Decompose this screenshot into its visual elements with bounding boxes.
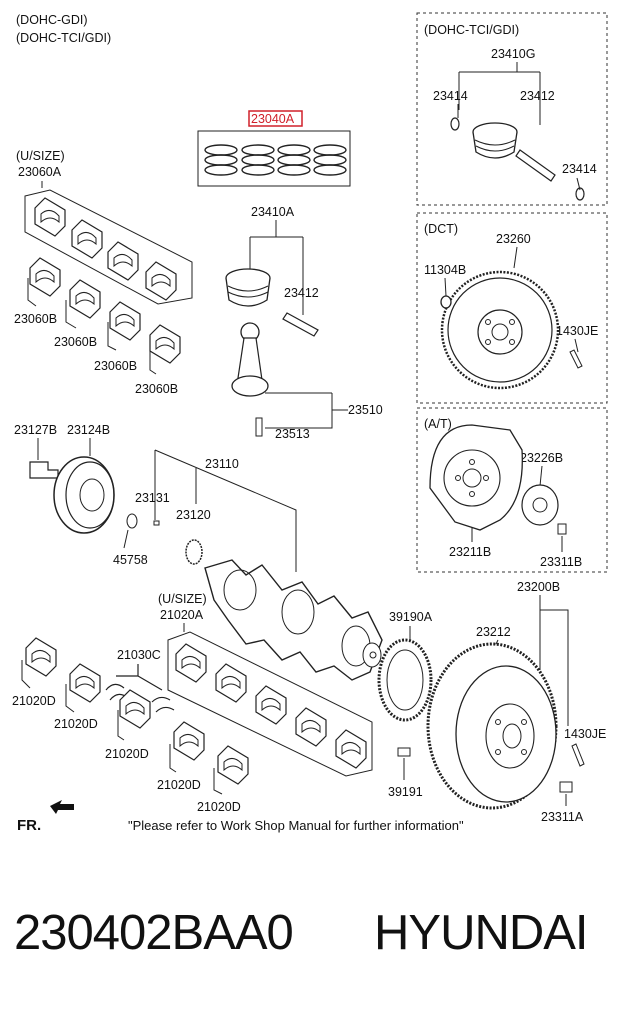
bearing-upper-b3-label: 23060B [94,359,137,373]
dct-flywheel-icon [440,270,560,390]
ring-set-box [197,130,351,187]
at-bolt-icon [557,523,567,535]
tci-piston-assy-label: 23410G [491,47,535,61]
at-plate-label: 23226B [520,451,563,465]
dct-pin-label: 1430JE [556,324,598,338]
at-box-title: (A/T) [424,417,452,431]
main-bearing-d1-label: 21020D [12,694,56,708]
dct-box [416,212,608,404]
tci-box [416,12,608,206]
pulley-bolt-icon [29,461,59,479]
washer-label: 45758 [113,553,148,567]
crankshaft-leaders [154,449,297,572]
fly-pin-label: 1430JE [564,727,606,741]
ring-set-icon [204,144,347,176]
piston-assy-label: 23410A [251,205,295,219]
tci-box-title: (DOHC-TCI/GDI) [424,23,519,37]
dct-leaders [444,246,579,353]
tci-snap-ring-left-icon [450,117,460,131]
dct-bolt-label: 11304B [424,263,466,277]
tci-snap-ring-right-label: 23414 [562,162,597,176]
target-bolt-label: 39191 [388,785,423,799]
key-icon [153,520,160,526]
main-bearing-box [167,631,373,777]
ring-set-label: 23040A [251,112,295,126]
main-bearing-d5-label: 21020D [197,800,241,814]
ring-gear-label: 23212 [476,625,511,639]
variant-line-2: (DOHC-TCI/GDI) [16,31,111,45]
target-wheel-icon [377,638,433,722]
parts-diagram: (DOHC-GDI) (DOHC-TCI/GDI) (DOHC-TCI/GDI)… [12,12,608,834]
sprocket-label: 23120 [176,508,211,522]
part-number: 230402BAA0 [14,906,294,960]
bearing-upper-b-leaders [27,278,157,375]
footer: 230402BAA0 HYUNDAI [0,905,626,975]
pulley-label: 23124B [67,423,110,437]
piston-icon [225,268,271,307]
piston-leaders [249,220,348,429]
at-drive-plate-label: 23211B [449,545,491,559]
key-label: 23131 [135,491,170,505]
main-bearing-d-leaders [21,660,223,795]
rod-bolt-label: 23513 [275,427,310,441]
main-bearing-d4-label: 21020D [157,778,201,792]
fly-pin-icon [571,743,585,767]
front-arrow-icon [50,800,74,814]
fly-bolt-icon [559,781,573,793]
connecting-rod-icon [231,322,269,397]
at-bolt-label: 23311B [540,555,582,569]
flywheel-assy-label: 23200B [517,580,560,594]
piston-pin-icon [282,312,319,337]
usize-lower-label: (U/SIZE) [158,592,207,606]
bearing-upper-box [24,189,193,305]
at-box [416,407,608,573]
at-drive-plate-icon [429,424,523,531]
pulley-bolt-label: 23127B [14,423,57,437]
dct-box-title: (DCT) [424,222,458,236]
bearing-upper-b4-label: 23060B [135,382,178,396]
tci-pin-label: 23412 [520,89,555,103]
pulley-leaders [37,438,91,460]
crankshaft-icon [204,559,383,681]
target-wheel-label: 39190A [389,610,433,624]
piston-pin-label: 23412 [284,286,319,300]
sprocket-icon [185,539,203,565]
tci-snap-ring-right-icon [575,187,585,201]
tci-piston-icon [472,122,518,159]
dct-pin-icon [569,349,583,369]
direction-label: FR. [17,817,41,834]
crankshaft-label: 23110 [205,457,239,471]
at-plate-icon [521,484,559,526]
bearing-upper-a-label: 23060A [18,165,62,179]
fly-bolt-label: 23311A [541,810,584,824]
washer-leader [123,529,129,549]
main-bearing-d3-label: 21020D [105,747,149,761]
diagram-canvas: (DOHC-GDI) (DOHC-TCI/GDI) (DOHC-TCI/GDI)… [12,12,608,834]
brand-name: HYUNDAI [374,906,589,960]
tci-snap-ring-left-label: 23414 [433,89,468,103]
rod-assy-label: 23510 [348,403,383,417]
ring-set-highlight [248,110,303,127]
usize-upper-label: (U/SIZE) [16,149,65,163]
main-bearing-d2-label: 21020D [54,717,98,731]
variant-line-1: (DOHC-GDI) [16,13,88,27]
bearing-upper-b2-label: 23060B [54,335,97,349]
thrust-washer-label: 21030C [117,648,161,662]
pulley-icon [53,456,115,534]
washer-icon [126,513,138,529]
dct-bolt-icon [440,295,452,309]
flywheel-icon [426,642,558,810]
main-bearing-a-label: 21020A [160,608,204,622]
note-text: "Please refer to Work Shop Manual for fu… [128,818,464,833]
tci-pin-icon [515,149,556,182]
dct-flywheel-label: 23260 [496,232,531,246]
rod-bolt-icon [255,417,263,437]
bearing-upper-b1-label: 23060B [14,312,57,326]
target-bolt-icon [397,747,411,757]
